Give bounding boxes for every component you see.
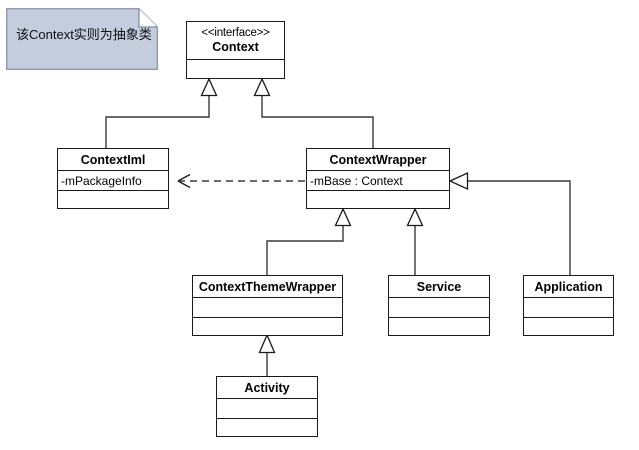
generalization-contextthemewrapper-to-contextwrapper — [266, 207, 352, 275]
class-box-contextthemewrapper[interactable]: ContextThemeWrapper — [192, 275, 343, 336]
class-box-context[interactable]: <<interface>> Context — [186, 21, 285, 79]
class-header-contextiml: ContextIml — [58, 149, 168, 170]
class-operations-contextiml — [58, 190, 168, 208]
attribute-mpackageinfo: -mPackageInfo — [61, 173, 142, 188]
class-header-context: <<interface>> Context — [187, 22, 284, 59]
class-operations-activity — [217, 418, 317, 436]
class-operations-contextthemewrapper — [193, 317, 342, 335]
class-attributes-service — [389, 297, 489, 317]
generalization-service-to-contextwrapper — [406, 207, 424, 275]
class-header-service: Service — [389, 276, 489, 297]
dependency-contextwrapper-to-contextiml — [177, 173, 305, 189]
class-header-contextwrapper: ContextWrapper — [307, 149, 449, 170]
class-box-application[interactable]: Application — [523, 275, 614, 336]
class-box-activity[interactable]: Activity — [216, 376, 318, 437]
class-header-contextthemewrapper: ContextThemeWrapper — [193, 276, 342, 297]
class-header-application: Application — [524, 276, 613, 297]
class-stereotype-context: <<interface>> — [201, 27, 270, 40]
class-header-activity: Activity — [217, 377, 317, 398]
generalization-contextiml-to-context — [105, 77, 218, 148]
class-operations-application — [524, 317, 613, 335]
note-context-abstract: 该Context实则为抽象类 — [6, 8, 158, 70]
class-attributes-activity — [217, 398, 317, 418]
generalization-contextwrapper-to-context — [253, 77, 374, 148]
note-shape — [6, 8, 158, 70]
class-attributes-context — [187, 59, 284, 78]
class-box-contextiml[interactable]: ContextIml -mPackageInfo — [57, 148, 169, 209]
attribute-mbase: -mBase : Context — [310, 173, 403, 188]
class-box-service[interactable]: Service — [388, 275, 490, 336]
generalization-activity-to-contextthemewrapper — [258, 333, 276, 376]
class-attributes-application — [524, 297, 613, 317]
class-name-contextthemewrapper: ContextThemeWrapper — [198, 279, 337, 294]
class-attributes-contextwrapper: -mBase : Context — [307, 170, 449, 190]
note-text: 该Context实则为抽象类 — [16, 27, 152, 42]
class-name-contextiml: ContextIml — [80, 152, 146, 167]
class-attributes-contextthemewrapper — [193, 297, 342, 317]
class-box-contextwrapper[interactable]: ContextWrapper -mBase : Context — [306, 148, 450, 209]
class-name-activity: Activity — [244, 380, 290, 395]
class-attributes-contextiml: -mPackageInfo — [58, 170, 168, 190]
class-name-contextwrapper: ContextWrapper — [329, 152, 427, 167]
class-name-application: Application — [534, 279, 603, 294]
class-operations-service — [389, 317, 489, 335]
generalization-application-to-contextwrapper — [448, 171, 571, 275]
class-name-context: Context — [212, 39, 259, 54]
class-name-service: Service — [416, 279, 462, 294]
class-operations-contextwrapper — [307, 190, 449, 208]
